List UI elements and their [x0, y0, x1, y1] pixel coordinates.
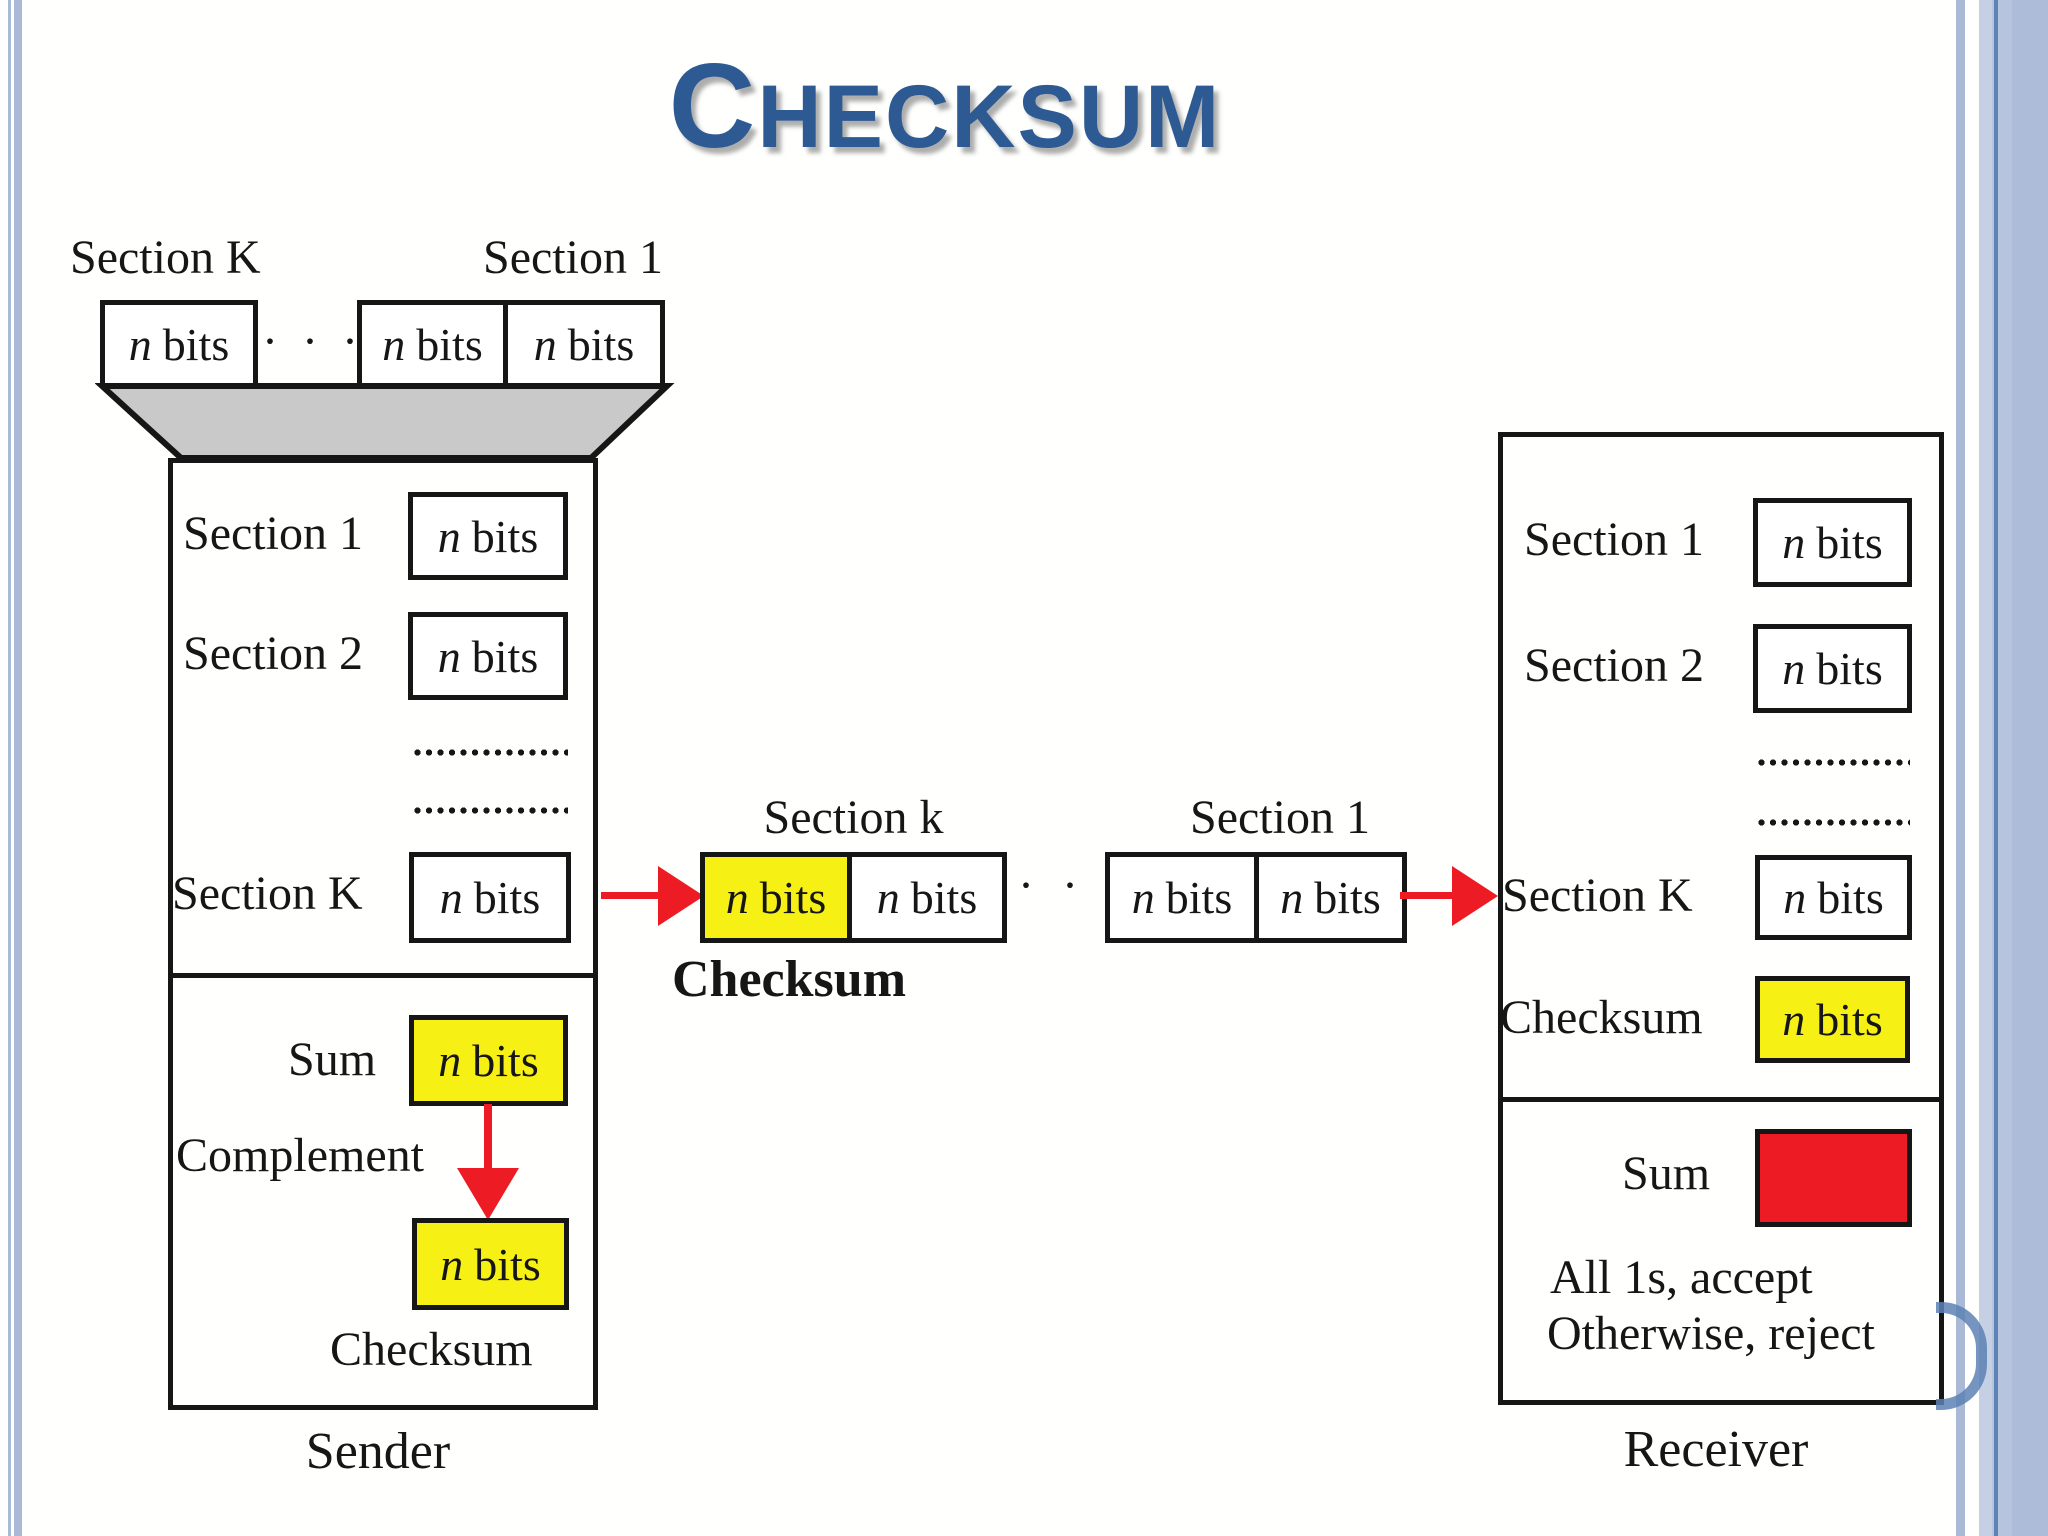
sender-complement-arrow-head: [457, 1168, 519, 1220]
frame-left-bar: [14, 0, 22, 1536]
sender-dotted-line-1: [413, 748, 568, 757]
sender-caption: Sender: [305, 1423, 451, 1480]
sender-sum-label: Sum: [288, 1033, 377, 1086]
sender-section-1-label: Section 1: [183, 507, 363, 560]
top-ellipsis: · · ·: [262, 315, 364, 368]
sender-divider: [173, 973, 593, 978]
sender-box: [168, 458, 598, 1410]
frame-right-panel-dark-line: [1994, 0, 1998, 1536]
packet-checksum-label: Checksum: [672, 951, 907, 1008]
sender-section-k-label: Section K: [172, 867, 363, 920]
decorative-blue-arc: [1936, 1302, 1987, 1410]
page-title-initial: C: [668, 39, 758, 173]
frame-right-panel-shade: [2012, 0, 2048, 1536]
page-title: CHECKSUM: [420, 46, 1470, 203]
receiver-box: [1498, 432, 1944, 1405]
top-section-1-label: Section 1: [483, 231, 663, 284]
frame-right-stripe: [1956, 0, 1965, 1536]
packet-section-1-label: Section 1: [1190, 791, 1370, 844]
receiver-section-1-label: Section 1: [1524, 513, 1704, 566]
sender-to-packet-arrow-shaft: [601, 892, 663, 899]
sender-complement-arrow-shaft: [484, 1104, 492, 1176]
packet-to-receiver-arrow-shaft: [1400, 892, 1458, 899]
receiver-dotted-line-1: [1757, 758, 1910, 767]
receiver-section-2-label: Section 2: [1524, 639, 1704, 692]
sender-checksum-label: Checksum: [330, 1323, 533, 1376]
packet-section-k-label: Section k: [763, 791, 944, 844]
sender-dotted-line-2: [413, 806, 568, 815]
frame-right-panel-highlight: [1979, 0, 1992, 1536]
receiver-sum-label: Sum: [1622, 1147, 1711, 1200]
receiver-sum-red-box: [1755, 1129, 1912, 1227]
receiver-dotted-line-2: [1757, 818, 1910, 827]
packet-ellipsis: · · ·: [1018, 859, 1130, 912]
page-title-rest: HECKSUM: [757, 66, 1222, 166]
receiver-section-k-label: Section K: [1502, 869, 1693, 922]
top-section-k-label: Section K: [70, 231, 261, 284]
packet-to-receiver-arrow-head: [1452, 866, 1498, 926]
receiver-divider: [1503, 1097, 1939, 1102]
sender-complement-label: Complement: [176, 1129, 424, 1182]
receiver-checksum-label: Checksum: [1500, 991, 1703, 1044]
receiver-reject-line: Otherwise, reject: [1547, 1307, 1875, 1360]
funnel-trapezoid: [95, 383, 675, 461]
frame-left-thin-line: [8, 0, 11, 1536]
receiver-accept-line: All 1s, accept: [1550, 1251, 1813, 1304]
receiver-caption: Receiver: [1623, 1421, 1809, 1478]
sender-to-packet-arrow-head: [658, 866, 704, 926]
sender-section-2-label: Section 2: [183, 627, 363, 680]
